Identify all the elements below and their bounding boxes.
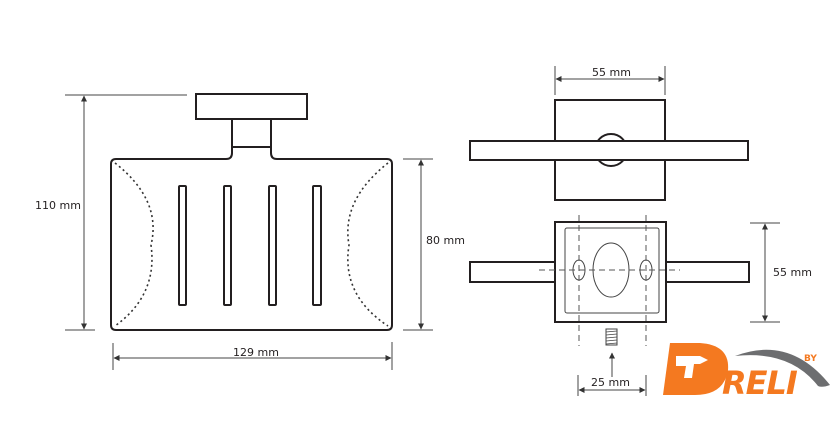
right-bar	[665, 261, 750, 283]
dish-bar	[469, 140, 749, 161]
logo-swoosh	[735, 349, 830, 387]
left-bar	[469, 261, 556, 283]
mount-stem	[231, 118, 272, 148]
hole-spacing-label: 25 mm	[591, 376, 630, 389]
drain-slot	[268, 185, 277, 306]
right-curve-hidden	[347, 162, 389, 327]
body-height-label: 80 mm	[426, 234, 465, 247]
top-width-label: 55 mm	[592, 66, 631, 79]
wall-mount-cap	[195, 93, 308, 120]
drain-slot	[178, 185, 187, 306]
plate-height-label: 55 mm	[773, 266, 812, 279]
left-curve-hidden	[114, 162, 154, 327]
drain-slot	[312, 185, 322, 306]
mount-plate-outer	[554, 221, 667, 323]
front-view: 110 mm 80 mm 129 mm	[35, 93, 465, 370]
logo-by: BY	[804, 354, 817, 364]
soap-dish-body	[110, 147, 393, 331]
height-label: 110 mm	[35, 199, 81, 212]
width-label: 129 mm	[233, 346, 279, 359]
svg-text:RELI: RELI	[722, 364, 798, 402]
drain-slot	[223, 185, 232, 306]
top-view: 55 mm	[469, 66, 749, 201]
screw-icon	[605, 328, 618, 346]
dreli-logo: RELI BY	[663, 343, 830, 402]
mount-view: 25 mm 55 mm	[469, 215, 812, 396]
logo-drill-d	[663, 343, 729, 395]
